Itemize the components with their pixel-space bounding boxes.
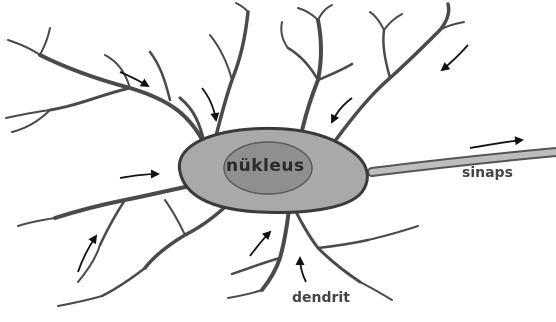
arrow-bottom-center bbox=[300, 258, 306, 282]
synapse-label: sinaps bbox=[462, 166, 513, 180]
arrow-top-left bbox=[120, 72, 148, 86]
arrow-left bbox=[120, 174, 158, 178]
arrow-top-middle bbox=[202, 88, 216, 120]
arrow-top-right bbox=[442, 45, 468, 70]
arrow-bottom-left bbox=[78, 236, 96, 272]
arrow-synapse bbox=[470, 140, 522, 148]
dendrite-label: dendrit bbox=[292, 291, 350, 305]
nucleus-label: nükleus bbox=[226, 158, 305, 175]
arrow-bottom-center-left bbox=[250, 232, 270, 256]
arrow-top-center bbox=[332, 98, 352, 122]
